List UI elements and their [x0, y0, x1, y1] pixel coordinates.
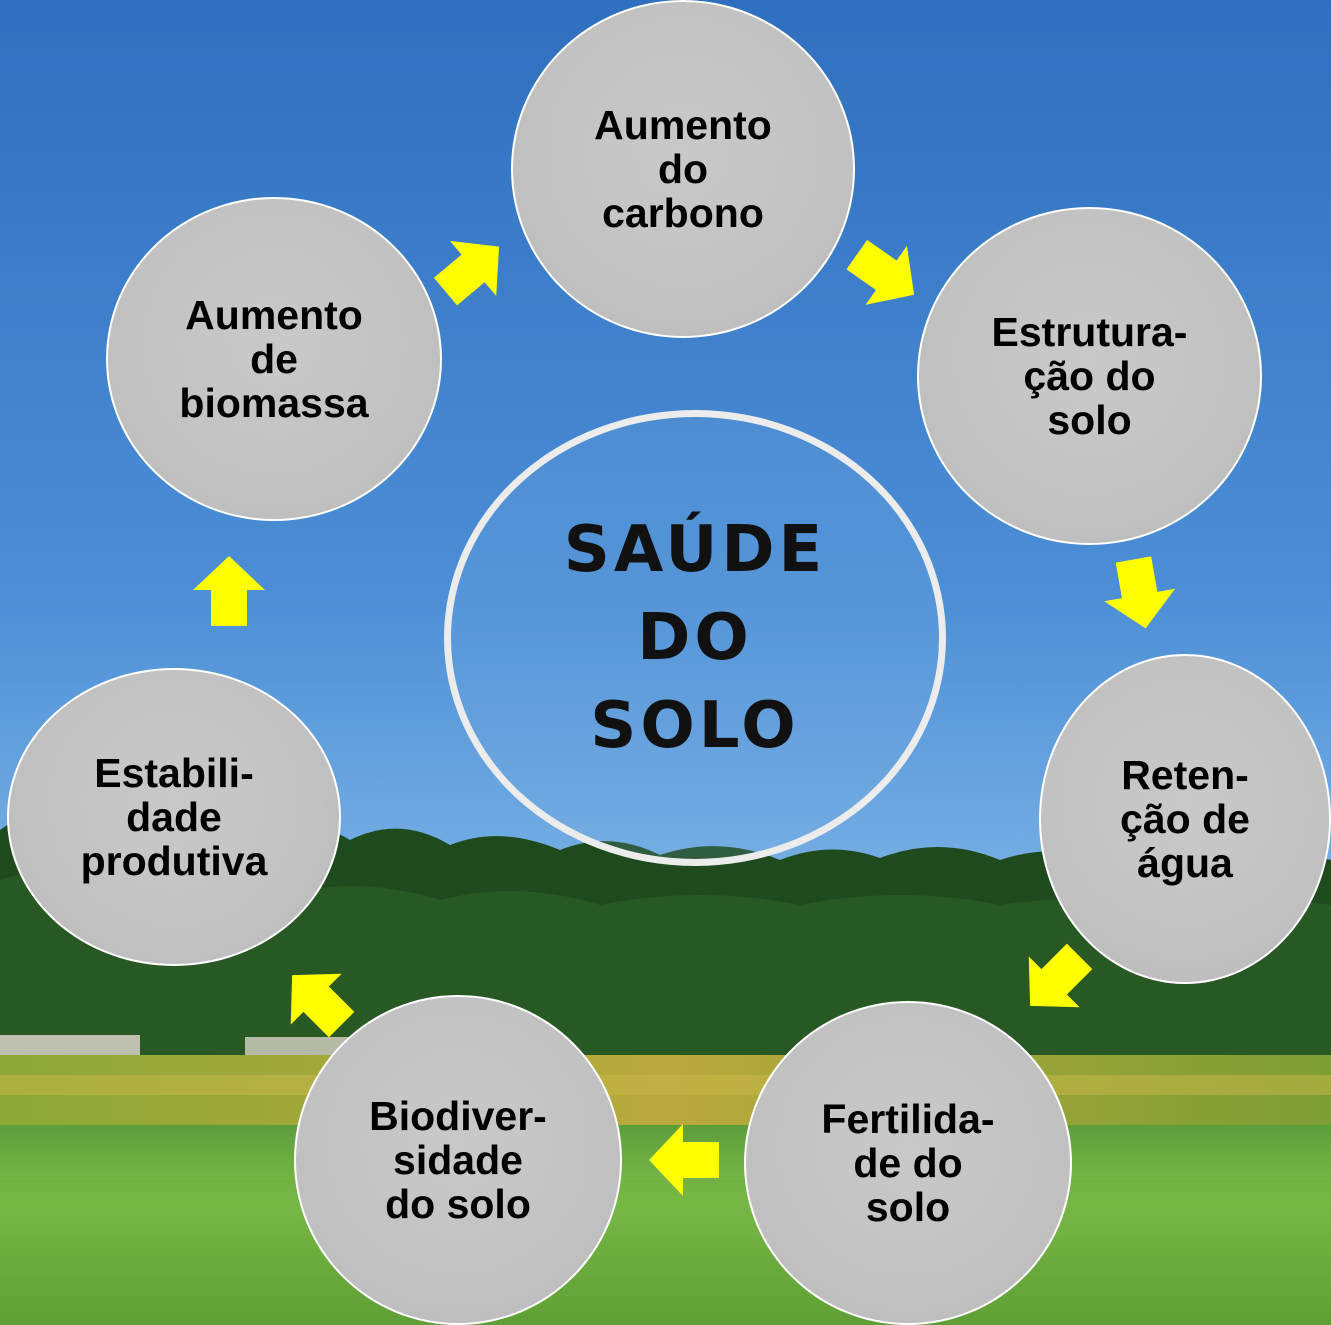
arrow-biomassa-to-carbono [433, 240, 500, 306]
arrow-fertilidade-to-biodiversidade [649, 1124, 719, 1196]
arrow-retencao-to-fertilidade [1028, 943, 1093, 1008]
center-title: SAÚDE DO SOLO [563, 513, 827, 763]
node-retencao-de-agua: Reten- ção de água [1039, 654, 1331, 984]
node-label: Aumento do carbono [594, 102, 772, 236]
node-label: Reten- ção de água [1120, 752, 1250, 886]
arrow-carbono-to-estruturacao [846, 239, 915, 305]
node-label: Fertilida- de do solo [821, 1096, 995, 1230]
node-aumento-de-biomassa: Aumento de biomassa [106, 197, 442, 521]
node-estruturacao-do-solo: Estrutura- ção do solo [917, 207, 1262, 545]
arrow-estabilidade-to-biomassa [193, 556, 265, 626]
node-estabilidade-produtiva: Estabili- dade produtiva [7, 668, 341, 966]
node-label: Estrutura- ção do solo [991, 309, 1188, 443]
center-circle: SAÚDE DO SOLO [444, 410, 946, 866]
node-label: Estabili- dade produtiva [80, 750, 268, 884]
node-fertilidade-do-solo: Fertilida- de do solo [744, 1001, 1072, 1325]
node-label: Biodiver- sidade do solo [369, 1093, 547, 1227]
arrow-estruturacao-to-retencao [1104, 556, 1176, 629]
node-aumento-do-carbono: Aumento do carbono [511, 0, 855, 338]
arrow-biodiversidade-to-estabilidade [290, 973, 355, 1038]
node-label: Aumento de biomassa [179, 292, 369, 426]
node-biodiversidade-do-solo: Biodiver- sidade do solo [294, 995, 622, 1325]
